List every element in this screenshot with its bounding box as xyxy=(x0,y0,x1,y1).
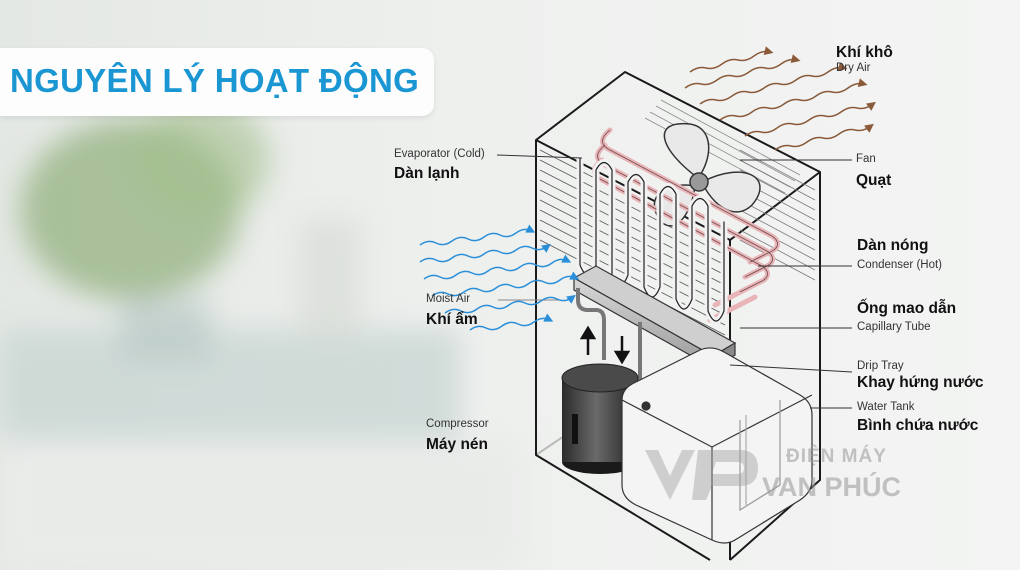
label-compressor-en: Compressor xyxy=(426,418,489,430)
label-capillary-en: Capillary Tube xyxy=(857,321,931,333)
watermark-line2: VAN PHÚC xyxy=(762,472,902,502)
label-condenser-en: Condenser (Hot) xyxy=(857,259,943,271)
label-evaporator-en: Evaporator (Cold) xyxy=(394,148,485,160)
label-evaporator-vi: Dàn lạnh xyxy=(394,165,460,182)
page-title: NGUYÊN LÝ HOẠT ĐỘNG xyxy=(10,62,420,99)
label-moist-air-en: Moist Air xyxy=(426,293,471,305)
leader-lines xyxy=(496,154,853,409)
flow-arrows xyxy=(579,325,631,365)
label-capillary-vi: Ống mao dẫn xyxy=(857,300,957,317)
label-fan-en: Fan xyxy=(856,153,876,165)
refrigerant-pipes xyxy=(576,288,642,380)
label-moist-air-vi: Khí ẩm xyxy=(426,311,478,328)
moist-air-arrows xyxy=(419,224,580,331)
label-condenser-vi: Dàn nóng xyxy=(857,237,929,254)
brand-logo-watermark xyxy=(645,450,758,500)
label-water-tank-en: Water Tank xyxy=(857,401,915,413)
label-water-tank-vi: Bình chứa nước xyxy=(857,417,979,434)
label-dry-air-vi: Khí khô xyxy=(836,44,893,61)
title-banner: NGUYÊN LÝ HOẠT ĐỘNG xyxy=(0,48,434,116)
water-tank xyxy=(621,347,813,544)
label-drip-tray-en: Drip Tray xyxy=(857,360,904,372)
label-compressor-vi: Máy nén xyxy=(426,436,489,453)
label-drip-tray-vi: Khay hứng nước xyxy=(857,374,984,391)
dry-air-arrows xyxy=(684,46,876,151)
label-fan-vi: Quạt xyxy=(856,172,892,189)
watermark-line1: ĐIỆN MÁY xyxy=(786,446,887,467)
label-dry-air-en: Dry Air xyxy=(836,62,871,74)
